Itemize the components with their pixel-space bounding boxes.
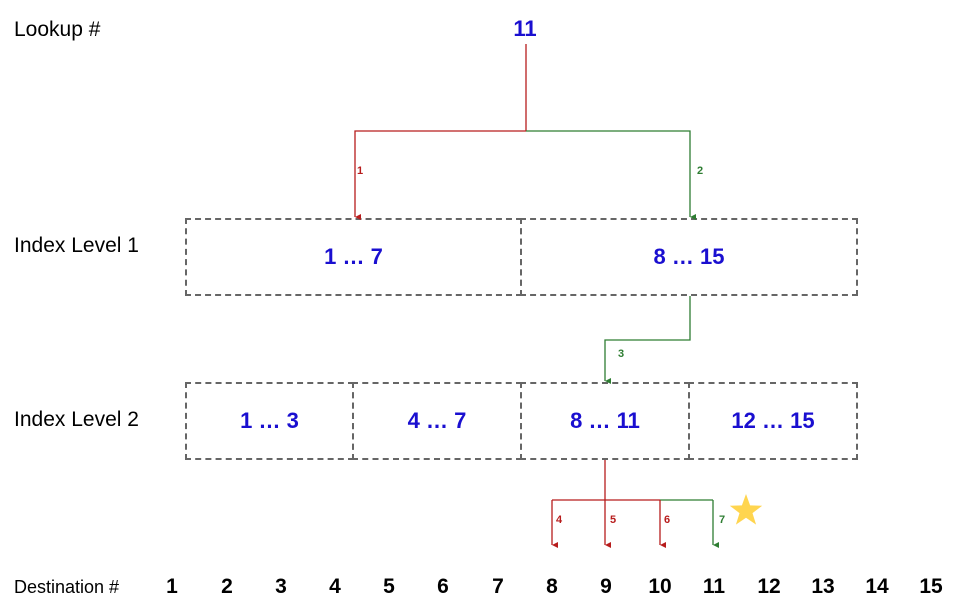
star-icon [729,494,763,525]
destination-4: 4 [329,575,341,598]
destination-13: 13 [811,575,835,598]
step-4-label: 4 [556,514,563,526]
step-7-label: 7 [719,514,725,526]
destination-label: Destination # [14,577,120,597]
destination-6: 6 [437,575,449,598]
destination-3: 3 [275,575,287,598]
level1-box-8-15: 8 … 15 [520,218,858,296]
lookup-value: 11 [513,16,537,41]
index-level-1-label: Index Level 1 [14,234,139,257]
destination-2: 2 [221,575,233,598]
step-2-arrow [526,130,696,220]
destination-12: 12 [757,575,781,598]
path-level2-to-destinations: 4 5 6 7 [551,460,725,548]
step-3-label: 3 [618,348,624,360]
destination-10: 10 [648,575,672,598]
destination-7: 7 [492,575,504,598]
destination-15: 15 [919,575,943,598]
path-level1-to-level2: 3 [604,296,691,384]
step-6-label: 6 [664,514,670,526]
destination-11: 11 [702,575,726,598]
destination-9: 9 [600,575,612,598]
destination-1: 1 [166,575,178,598]
step-2-label: 2 [697,165,703,177]
index-level-2-label: Index Level 2 [14,408,139,431]
step-3-arrow [604,296,691,384]
path-lookup-to-level1: 1 2 [354,44,703,220]
step-1-label: 1 [357,165,363,177]
lookup-label: Lookup # [14,18,101,41]
destination-5: 5 [383,575,395,598]
destination-8: 8 [546,575,558,598]
level2-box-12-15: 12 … 15 [688,382,858,460]
step-5-label: 5 [610,514,616,526]
step-1-arrow [354,130,526,220]
destination-14: 14 [865,575,889,598]
